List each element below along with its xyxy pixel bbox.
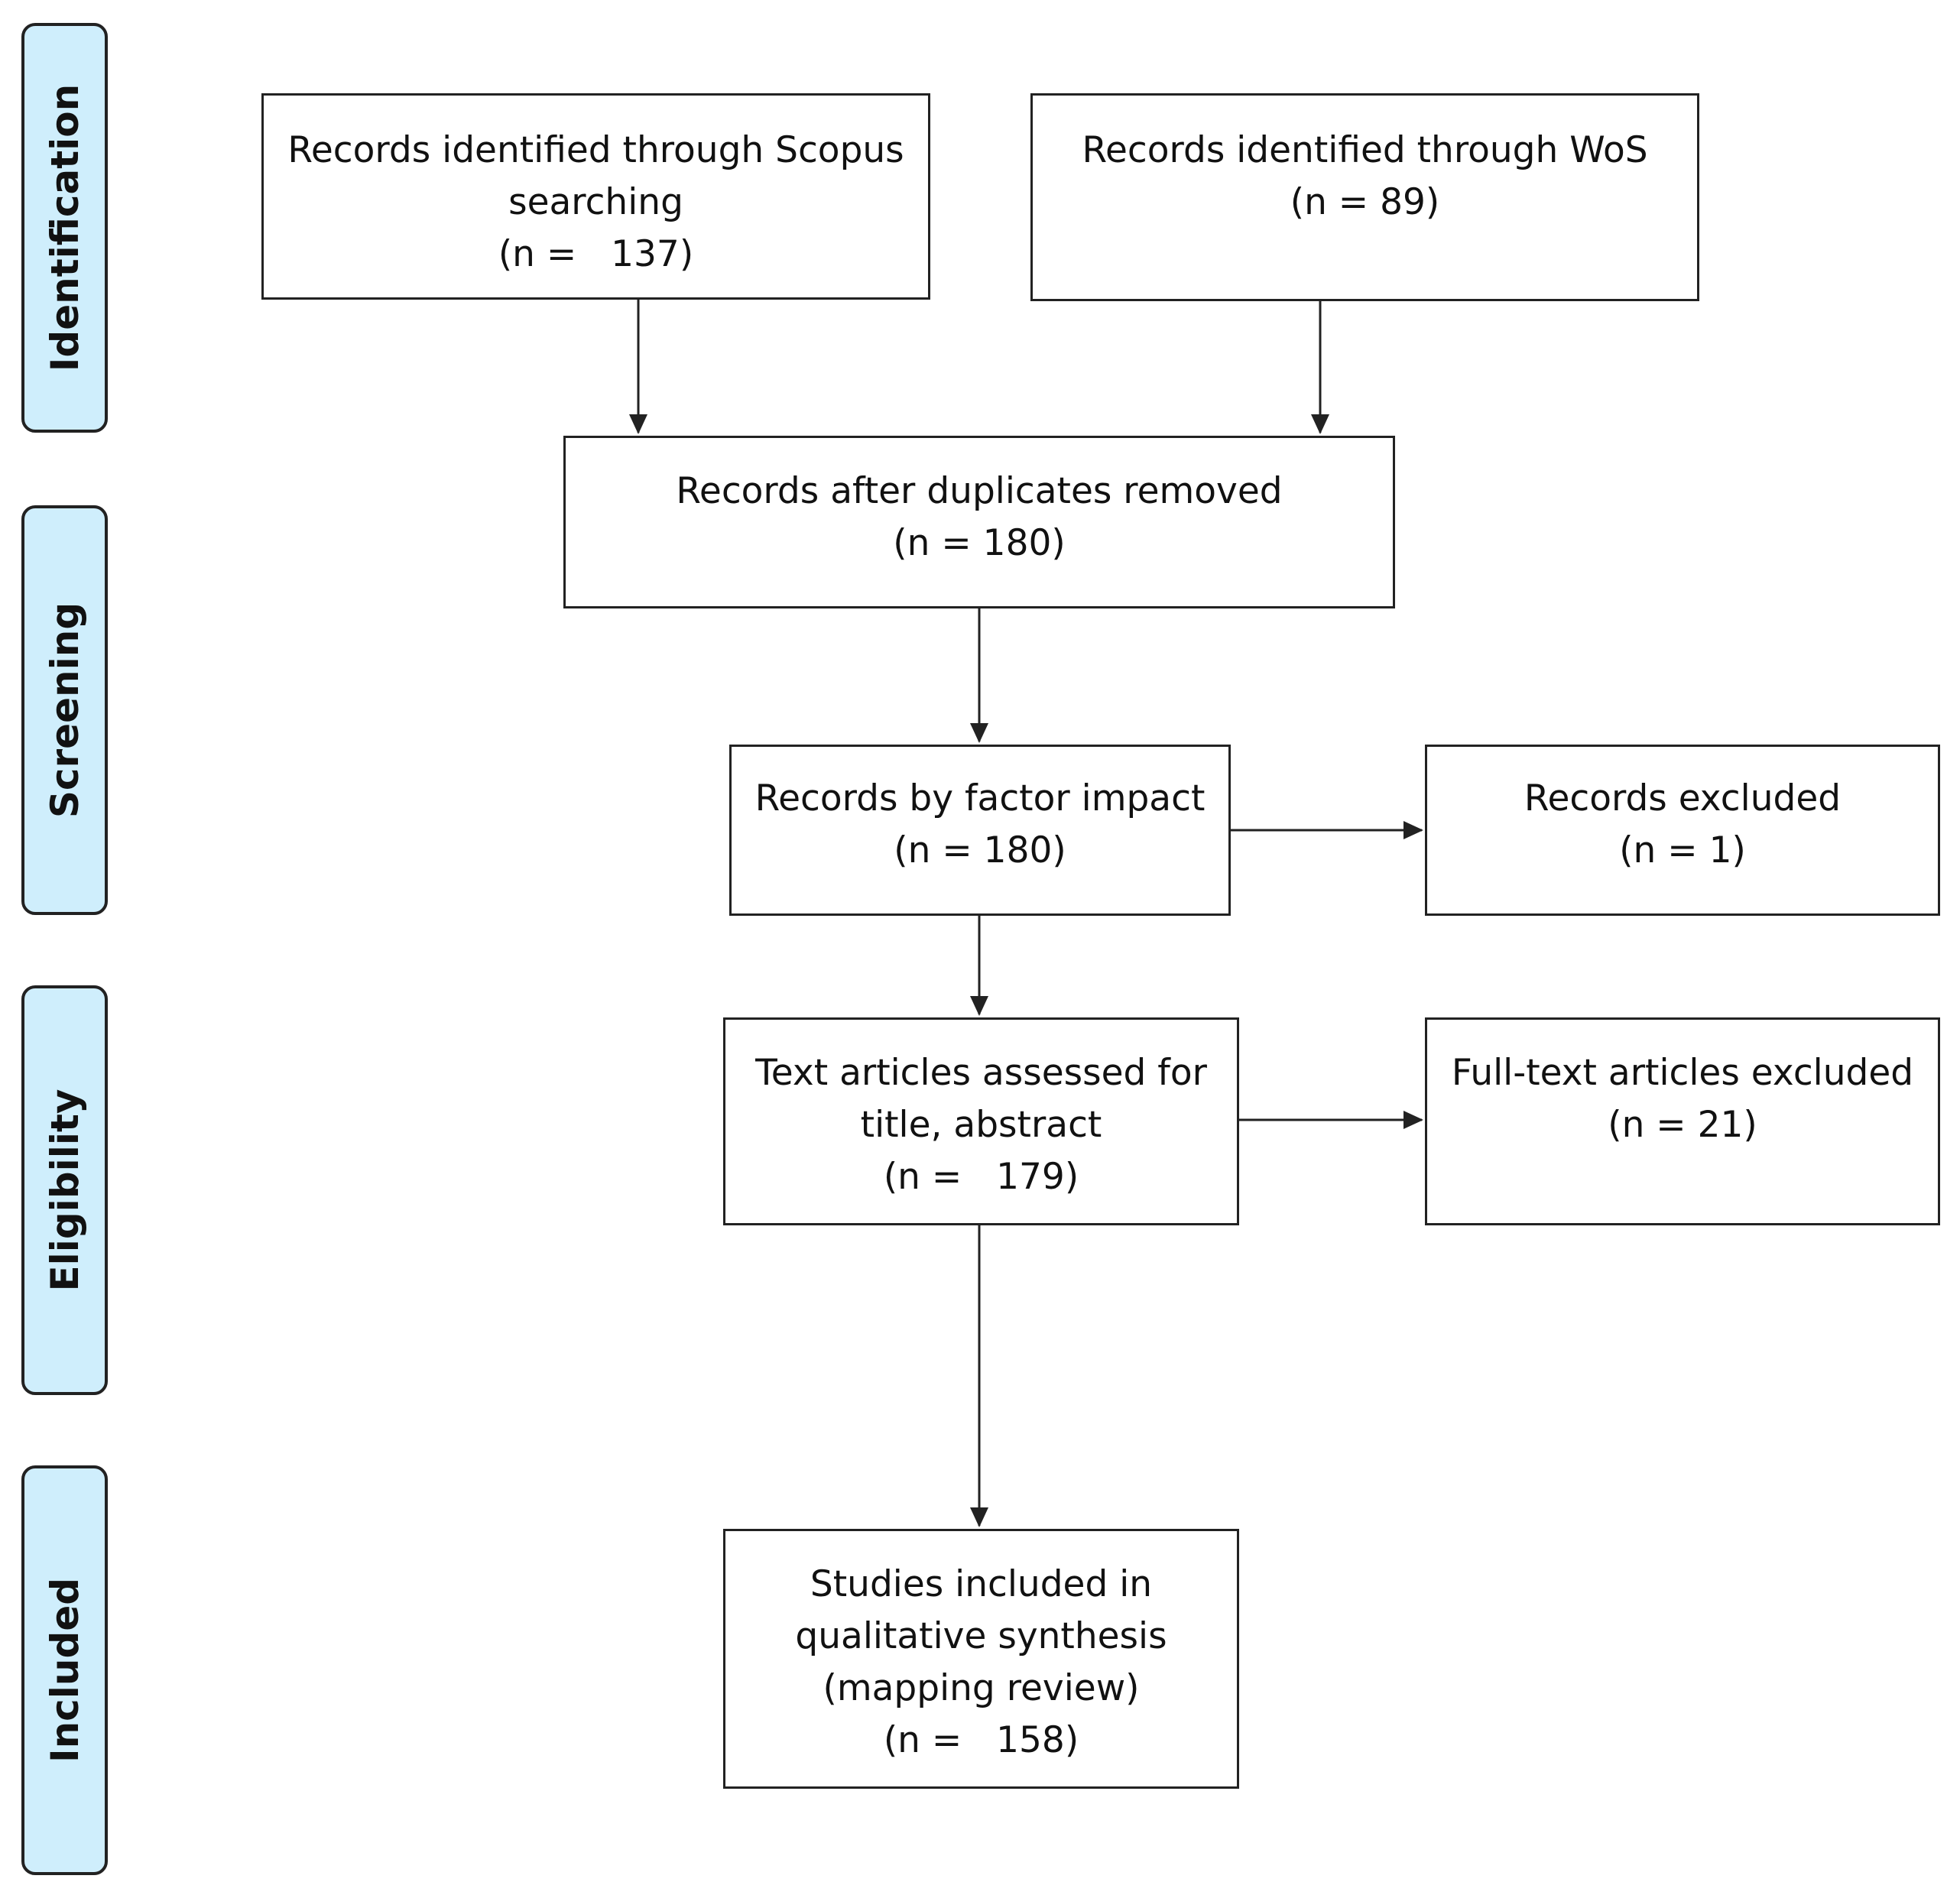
arrowhead-wos [1311, 414, 1329, 434]
phase-included: Included [21, 1465, 108, 1875]
text-line-3: (n = 179) [883, 1156, 1079, 1198]
phase-identification: Identification [21, 23, 108, 433]
included-line-3: (mapping review) [823, 1667, 1140, 1709]
arrowhead-included [970, 1507, 988, 1527]
factor-impact-box: Records by factor impact (n = 180) [729, 745, 1231, 916]
factor-line-1: Records by factor impact [754, 777, 1206, 819]
full-text-excluded-box: Full-text articles excluded (n = 21) [1425, 1017, 1940, 1225]
scopus-line-2: searching [508, 181, 683, 223]
dedup-line-2: (n = 180) [893, 522, 1066, 564]
wos-records-box: Records identified through WoS (n = 89) [1030, 93, 1699, 301]
scopus-records-box: Records identified through Scopus search… [261, 93, 930, 300]
text-articles-assessed-box: Text articles assessed for title, abstra… [723, 1017, 1239, 1225]
wos-line-2: (n = 89) [1290, 181, 1440, 223]
scopus-line-3: (n = 137) [498, 233, 694, 275]
included-line-4: (n = 158) [883, 1719, 1079, 1761]
excl1-line-2: (n = 1) [1619, 829, 1746, 871]
phase-screening: Screening [21, 505, 108, 915]
wos-line-1: Records identified through WoS [1082, 129, 1648, 171]
excl2-line-2: (n = 21) [1608, 1104, 1757, 1146]
text-line-1: Text articles assessed for [755, 1052, 1207, 1094]
studies-included-box: Studies included in qualitative synthesi… [723, 1529, 1239, 1789]
text-line-2: title, abstract [860, 1104, 1102, 1146]
factor-line-2: (n = 180) [894, 829, 1066, 871]
included-line-1: Studies included in [810, 1563, 1153, 1605]
excl2-line-1: Full-text articles excluded [1451, 1052, 1914, 1094]
scopus-line-1: Records identified through Scopus [287, 129, 904, 171]
arrowhead-excl1 [1403, 821, 1423, 839]
excl1-line-1: Records excluded [1524, 777, 1842, 819]
arrowhead-factor [970, 996, 988, 1016]
arrowhead-scopus [629, 414, 647, 434]
arrowhead-excl2 [1403, 1111, 1423, 1129]
duplicates-removed-box: Records after duplicates removed (n = 18… [563, 436, 1395, 608]
dedup-line-1: Records after duplicates removed [676, 470, 1283, 512]
records-excluded-box: Records excluded (n = 1) [1425, 745, 1940, 916]
phase-eligibility: Eligibility [21, 985, 108, 1395]
arrowhead-dedup [970, 723, 988, 743]
included-line-2: qualitative synthesis [795, 1615, 1167, 1657]
